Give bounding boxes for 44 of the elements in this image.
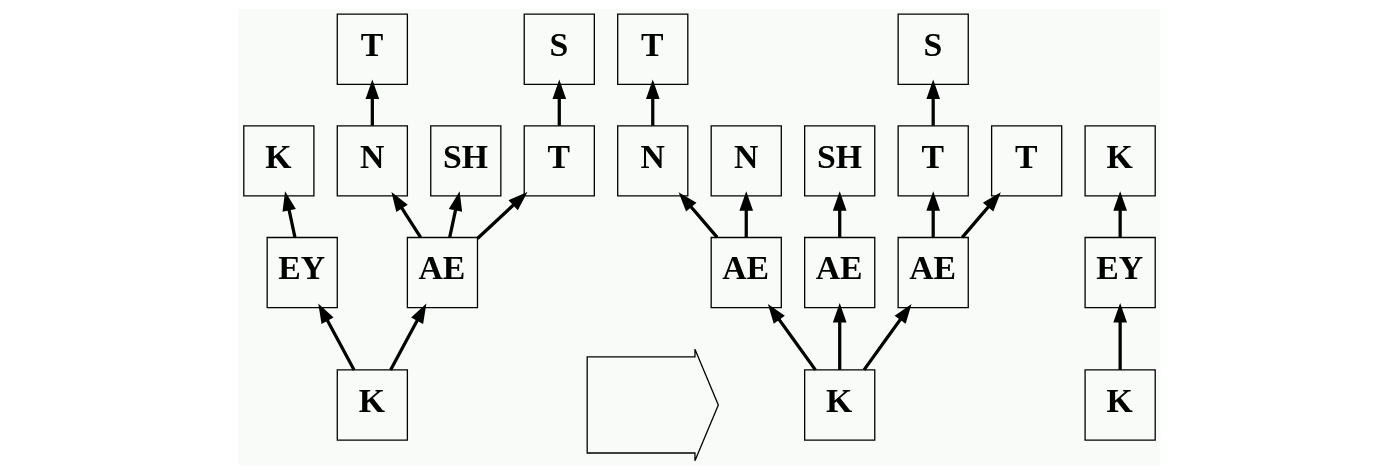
node-box: S: [897, 13, 969, 85]
arrow: [767, 303, 817, 371]
node-box: EY: [1084, 236, 1156, 308]
arrow: [862, 303, 912, 371]
arrow: [391, 191, 422, 238]
node-box: K: [1084, 124, 1156, 197]
arrow: [552, 79, 567, 126]
node-box: T: [336, 13, 409, 85]
arrow: [832, 190, 847, 237]
node-box: SH: [430, 124, 502, 197]
node-box: K: [804, 368, 876, 441]
node-box: EY: [266, 236, 338, 308]
node-box: N: [336, 124, 409, 197]
node-arrow: [586, 348, 720, 461]
arrow: [645, 79, 660, 126]
node-box: K: [1084, 368, 1156, 441]
arrow: [1113, 190, 1127, 237]
node-box: T: [990, 124, 1063, 197]
arrow: [448, 190, 463, 238]
arrow: [365, 79, 380, 126]
arrow: [832, 302, 847, 370]
node-box: AE: [897, 236, 969, 308]
arrow: [1113, 302, 1127, 370]
node-box: AE: [804, 236, 876, 308]
node-box: T: [617, 13, 689, 85]
arrow: [476, 191, 528, 240]
arrow: [678, 191, 719, 238]
node-box: K: [336, 368, 409, 441]
node-box: N: [710, 124, 782, 197]
node-box: T: [523, 124, 595, 197]
node-box: AE: [406, 236, 479, 308]
node-box: SH: [804, 124, 876, 197]
node-box: AE: [710, 236, 782, 308]
node-box: K: [243, 124, 315, 197]
arrow: [926, 190, 941, 237]
node-box: N: [617, 124, 689, 197]
arrow: [318, 303, 356, 371]
arrow: [739, 190, 754, 237]
node-box: T: [897, 124, 969, 197]
arrow: [282, 190, 297, 238]
arrow: [961, 191, 1001, 238]
arrow: [926, 79, 941, 126]
node-box: S: [523, 13, 595, 85]
arrow: [389, 303, 427, 371]
